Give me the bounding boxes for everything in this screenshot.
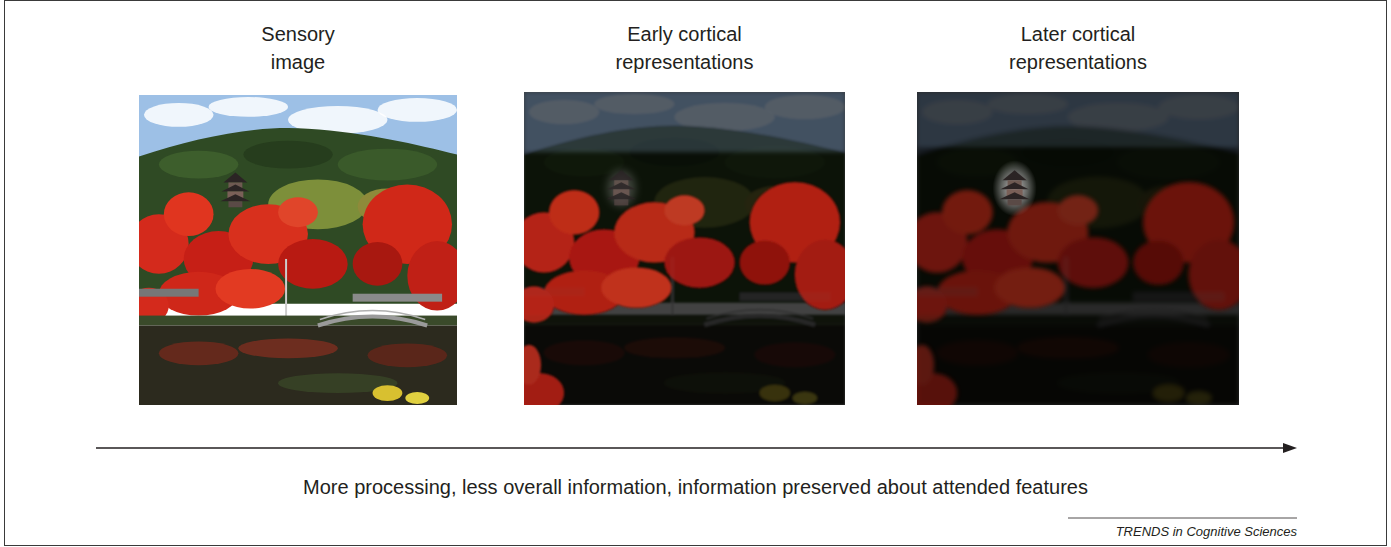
image-panel: Later cortical representations [917, 20, 1239, 405]
later-representation-image [907, 92, 1249, 413]
image-panel: Early cortical representations [524, 20, 845, 405]
early-representation-image [514, 92, 855, 413]
illustration-part [514, 92, 855, 413]
red-trees-trace [514, 182, 855, 413]
sensory-image [129, 95, 467, 413]
processing-arrow [96, 447, 1286, 449]
arrow-head [1283, 443, 1297, 453]
panel-heading: Early cortical representations [600, 20, 770, 76]
journal-credit: TRENDS in Cognitive Sciences [1000, 524, 1297, 540]
illustration-part [514, 182, 855, 413]
pagoda [1000, 170, 1030, 205]
red-trees-trace [907, 182, 1249, 413]
panel-heading: Sensory image [248, 20, 348, 76]
journal-rule [1068, 518, 1297, 519]
pagoda-trace [606, 170, 636, 205]
attention-glow [992, 160, 1036, 216]
figure-frame [5, 1, 1387, 546]
sky-trace [524, 92, 845, 152]
illustration-part [907, 92, 1249, 413]
scene-photo [129, 95, 467, 413]
sky-trace [917, 92, 1239, 147]
blurred-scene [907, 92, 1249, 413]
panel-heading: Later cortical representations [993, 20, 1163, 76]
arrow-caption: More processing, less overall informatio… [0, 474, 1391, 500]
illustration-part [907, 182, 1249, 413]
blurred-scene [514, 92, 855, 413]
image-panel: Sensory image [139, 20, 457, 405]
